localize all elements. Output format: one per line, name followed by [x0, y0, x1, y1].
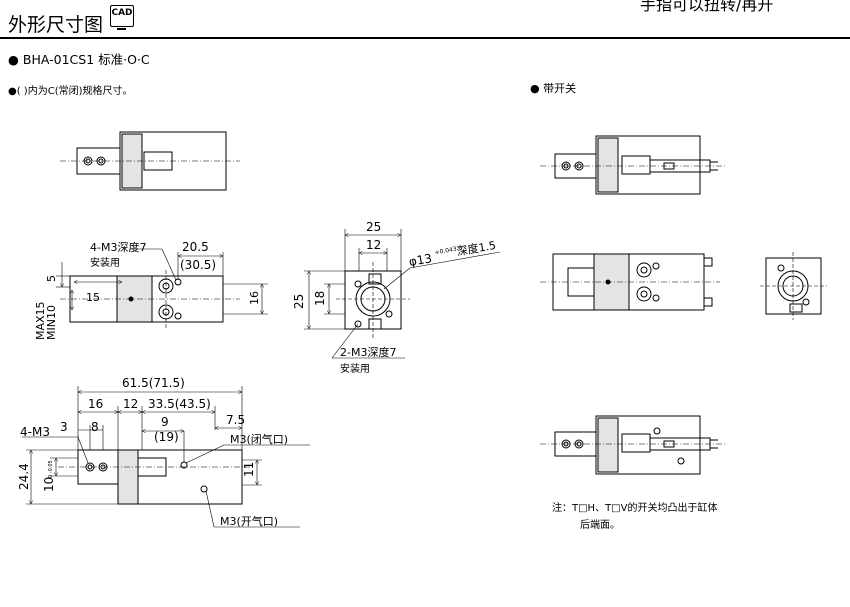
switch-top-view — [540, 135, 725, 195]
bottom-dim-11: 11 — [242, 462, 256, 477]
model-title: ● BHA-01CS1 标准·O·C — [8, 52, 150, 67]
top-view-drawing — [60, 131, 240, 191]
side-hole-use: 安装用 — [340, 362, 370, 375]
header-divider — [0, 37, 850, 39]
switch-bottom-view — [540, 415, 725, 475]
front-width-c-label: (30.5) — [180, 258, 216, 272]
bottom-dim-7-5: 7.5 — [226, 413, 245, 427]
bottom-dim-12: 12 — [123, 397, 138, 411]
bottom-port-close: M3(闭气口) — [230, 432, 288, 446]
front-hole-use: 安装用 — [90, 256, 120, 269]
bottom-tap-label: 4-M3 — [20, 425, 50, 439]
header-cut-text: 手指可以扭转/再开 — [640, 0, 774, 14]
bottom-dim-9: 9 — [161, 415, 169, 429]
bottom-total-length: 61.5(71.5) — [122, 376, 185, 390]
bottom-dim-19: (19) — [154, 430, 179, 444]
front-width-label: 20.5 — [182, 240, 209, 254]
bottom-dim-16: 16 — [88, 397, 103, 411]
front-hole-label: 4-M3深度7 — [90, 240, 146, 254]
page-title: 外形尺寸图 — [8, 14, 104, 36]
side-hole-label: 2-M3深度7 — [340, 345, 396, 359]
front-dim-5: 5 — [45, 275, 58, 282]
switch-footnote: 注：T□H、T□V的开关均凸出于缸体 后端面。 — [552, 500, 717, 534]
front-dim-16: 16 — [248, 291, 261, 305]
front-view-drawing — [56, 248, 268, 330]
bottom-dim-10: 10 — [42, 477, 56, 492]
bottom-dim-3: 3 — [60, 420, 68, 434]
bore-tolerance: +0.043 0 — [434, 245, 463, 257]
cad-badge-label: CAD — [111, 8, 133, 18]
footnote-line-1: 注：T□H、T□V的开关均凸出于缸体 — [552, 503, 718, 514]
bottom-dim-33-5: 33.5(43.5) — [148, 397, 211, 411]
switch-section-heading: ● 带开关 — [530, 82, 577, 95]
front-stroke-max: MAX15 — [34, 301, 47, 340]
bore-label: φ13 — [408, 251, 433, 269]
bracket-note: ●( )内为C(常闭)规格尺寸。 — [8, 86, 133, 97]
switch-front-view — [540, 253, 720, 311]
front-stroke-min: MIN10 — [45, 305, 58, 340]
bottom-dim-24-4: 24.4 — [17, 463, 31, 490]
side-dim-25-left: 25 — [292, 294, 306, 309]
bottom-dim-10-tol: 0 -0.05 — [48, 460, 54, 478]
side-dim-18: 18 — [313, 291, 327, 306]
bore-callout: φ13 +0.043 0 深度1.5 — [408, 238, 497, 269]
bottom-port-open: M3(开气口) — [220, 514, 278, 528]
page-header: 外形尺寸图 CAD 手指可以扭转/再开 — [0, 0, 850, 44]
front-dim-15: 15 — [86, 291, 100, 304]
bore-depth: 深度1.5 — [456, 238, 497, 259]
switch-side-view — [760, 252, 827, 320]
cad-download-icon[interactable]: CAD — [110, 5, 134, 30]
bottom-view-drawing — [22, 386, 310, 528]
side-dim-25-top: 25 — [366, 220, 381, 234]
side-dim-12: 12 — [366, 238, 381, 252]
footnote-line-2: 后端面。 — [580, 520, 620, 531]
bottom-dim-8: 8 — [91, 420, 99, 434]
side-view-drawing — [304, 229, 501, 359]
